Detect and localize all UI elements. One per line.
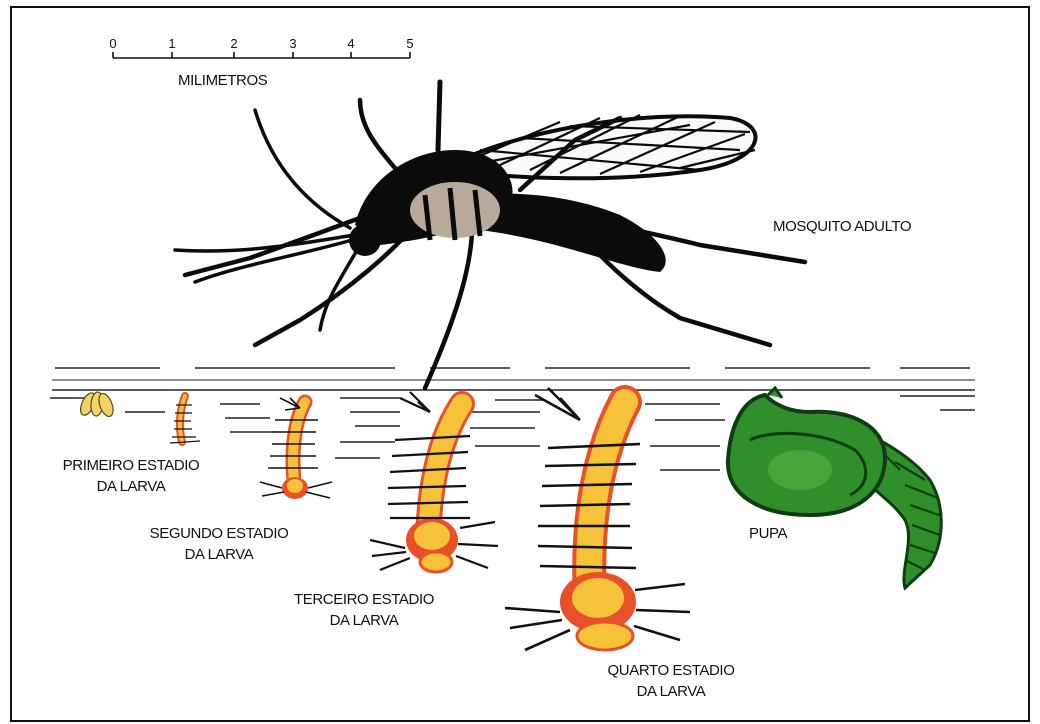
pupa xyxy=(728,388,942,588)
label-second-instar: SEGUNDO ESTADIO DA LARVA xyxy=(128,523,310,565)
label-first-instar: PRIMEIRO ESTADIO DA LARVA xyxy=(44,455,218,497)
label-adult-mosquito: MOSQUITO ADULTO xyxy=(773,216,911,237)
label-pupa: PUPA xyxy=(749,523,787,544)
label-third-instar: TERCEIRO ESTADIO DA LARVA xyxy=(275,589,453,631)
larva-first-instar xyxy=(170,396,200,443)
scale-bar xyxy=(113,52,410,58)
larva-second-instar xyxy=(260,398,332,499)
label-fourth-instar: QUARTO ESTADIO DA LARVA xyxy=(585,660,757,702)
eggs xyxy=(77,391,115,419)
mosquito-head xyxy=(349,224,381,256)
adult-mosquito xyxy=(175,82,805,388)
larva-third-instar xyxy=(370,392,498,572)
